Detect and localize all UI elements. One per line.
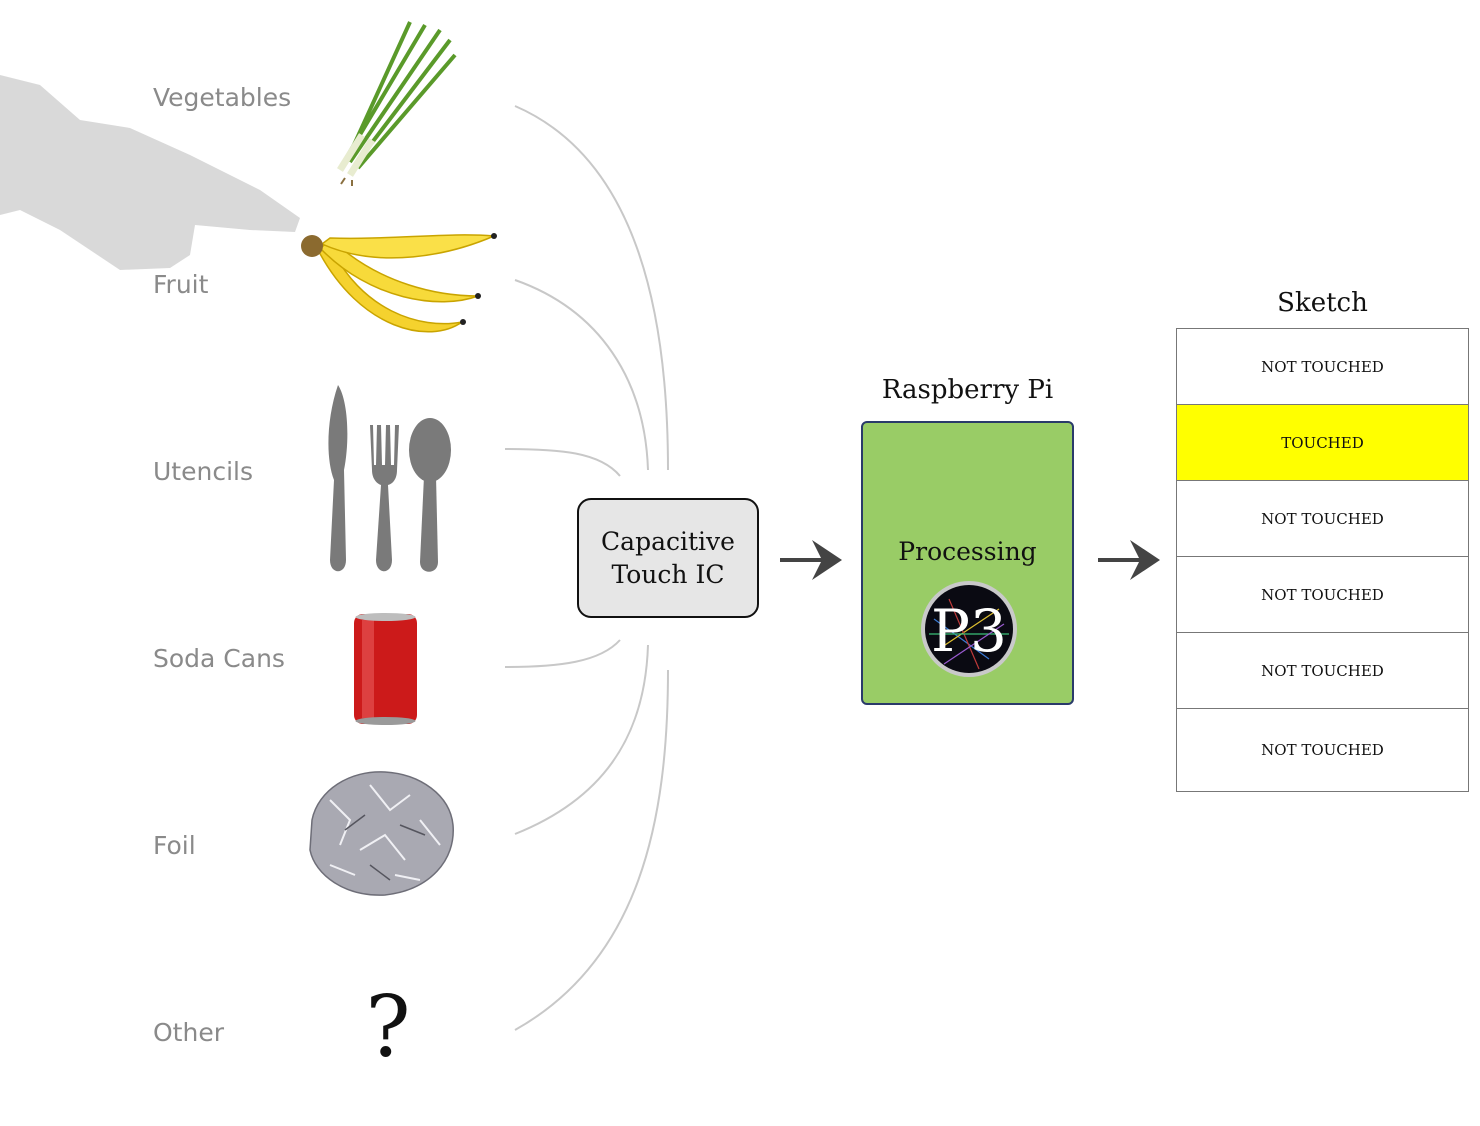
sketch-row-3-text: NOT TOUCHED: [1261, 509, 1384, 528]
pointing-hand-icon: [0, 75, 300, 270]
capacitive-touch-ic-box: Capacitive Touch IC: [577, 498, 759, 618]
sketch-row-6: NOT TOUCHED: [1176, 709, 1469, 792]
banana-bunch-icon: [301, 233, 497, 333]
sketch-row-6-text: NOT TOUCHED: [1261, 741, 1384, 759]
green-onion-icon: [337, 21, 457, 186]
raspberry-pi-box: Processing P3: [861, 421, 1074, 705]
object-label-soda-cans: Soda Cans: [153, 644, 285, 673]
processing-label: Processing: [898, 537, 1037, 566]
object-label-foil: Foil: [153, 831, 196, 860]
wire-other: [514, 669, 669, 1031]
sketch-row-4: NOT TOUCHED: [1176, 557, 1469, 633]
processing-logo-icon: P3: [921, 581, 1017, 677]
sketch-row-3: NOT TOUCHED: [1176, 481, 1469, 557]
object-label-other: Other: [153, 1018, 224, 1047]
arrow-pi-to-sketch: [1098, 540, 1160, 580]
sketch-row-1-text: NOT TOUCHED: [1261, 357, 1384, 376]
wires: [504, 105, 669, 1031]
sketch-title: Sketch: [1277, 288, 1368, 318]
sketch-row-2-text: TOUCHED: [1281, 433, 1364, 452]
arrow-ic-to-pi: [780, 540, 842, 580]
sketch-row-5-text: NOT TOUCHED: [1261, 661, 1384, 680]
wire-foil: [514, 644, 649, 835]
soda-can-icon: [354, 613, 417, 725]
wire-soda: [504, 639, 621, 668]
sketch-row-1: NOT TOUCHED: [1176, 328, 1469, 405]
object-label-vegetables: Vegetables: [153, 83, 292, 112]
object-label-fruit: Fruit: [153, 270, 209, 299]
ic-label-line1: Capacitive: [601, 527, 735, 556]
utensils-icon: [328, 385, 451, 572]
object-label-utencils: Utencils: [153, 457, 253, 486]
sketch-row-4-text: NOT TOUCHED: [1261, 585, 1384, 604]
foil-ball-icon: [309, 771, 454, 896]
sketch-row-5: NOT TOUCHED: [1176, 633, 1469, 709]
question-mark-symbol: ?: [365, 978, 410, 1076]
processing-logo-text: P3: [931, 597, 1007, 665]
sketch-output-table: NOT TOUCHED TOUCHED NOT TOUCHED NOT TOUC…: [1176, 328, 1469, 792]
raspberry-pi-title: Raspberry Pi: [881, 375, 1054, 405]
wire-utencils: [504, 448, 621, 477]
wire-fruit: [514, 279, 649, 471]
wire-vegetables: [514, 105, 669, 471]
sketch-row-2: TOUCHED: [1176, 405, 1469, 481]
ic-label-line2: Touch IC: [611, 560, 725, 589]
